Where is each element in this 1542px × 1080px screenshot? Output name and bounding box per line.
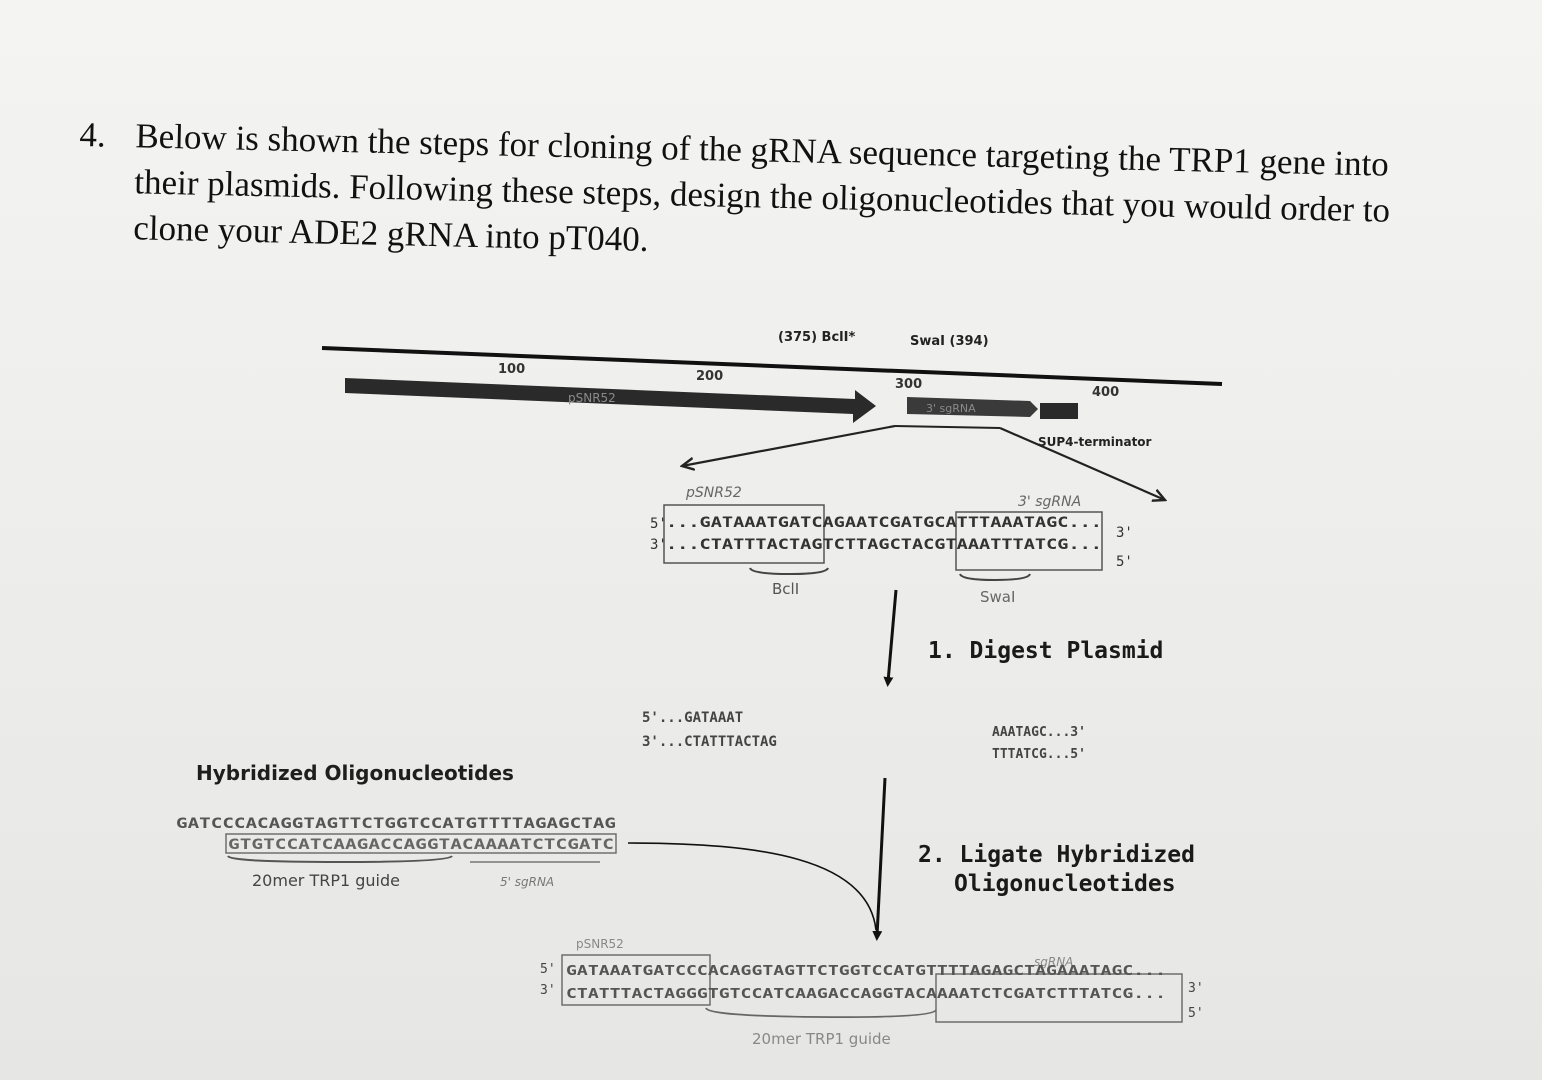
terminator-label: SUP4-terminator	[1038, 435, 1152, 449]
tick-label-100: 100	[498, 362, 525, 377]
step2-label-line2: Oligonucleotides	[954, 871, 1176, 897]
tick-label-200: 200	[696, 369, 723, 384]
result-label-psnr52: pSNR52	[576, 937, 624, 951]
digested-left-bottom: 3'...CTATTTACTAG	[642, 734, 777, 750]
digested-right-bottom: TTTATCG...5'	[992, 747, 1086, 762]
result-box-left	[561, 954, 711, 1006]
zoom-label-sgrna: 3' sgRNA	[1018, 494, 1081, 510]
result-top-5prime: 5'	[540, 962, 556, 977]
oligo-bottom-strand: GTGTCCATCAAGACCAGGTACAAAATCTCGATC	[228, 837, 614, 853]
promoter-arrow-psnr52	[345, 378, 876, 423]
digested-left-top: 5'...GATAAAT	[642, 710, 743, 726]
plasmid-map: 100 200 300 400 (375) BclI* SwaI (394) p…	[321, 330, 1223, 500]
result-guide-bracket	[705, 1007, 937, 1019]
bcli-bracket	[749, 567, 829, 576]
zoom-arrow-left	[682, 424, 896, 466]
step2-label-line1: 2. Ligate Hybridized	[918, 842, 1195, 868]
zoom-bottom-5prime: 5'	[1116, 554, 1133, 570]
digested-right-top: AAATAGC...3'	[992, 725, 1086, 740]
step2-arrow	[872, 777, 887, 941]
result-bottom-strand: CTATTTACTAGGGTGTCCATCAAGACCAGGTACAAAATCT…	[566, 987, 1166, 1002]
oligo-guide-bracket	[227, 855, 453, 864]
promoter-label: pSNR52	[568, 391, 616, 405]
zoom-top-5prime: 5'	[650, 516, 667, 532]
tick-label-300: 300	[895, 377, 922, 392]
step1-arrow	[883, 589, 898, 687]
plasmid-backbone	[321, 346, 1223, 386]
tick-label-400: 400	[1092, 385, 1119, 400]
digested-plasmid: 5'...GATAAAT 3'...CTATTTACTAG AAATAGC...…	[642, 710, 1086, 762]
oligo-guide-label: 20mer TRP1 guide	[252, 871, 400, 890]
sgrna-feature-label: 3' sgRNA	[926, 402, 976, 415]
result-label-sgrna: sgRNA	[1034, 955, 1073, 969]
step1-label: 1. Digest Plasmid	[928, 638, 1163, 664]
site-label-swai: SwaI (394)	[910, 334, 989, 349]
swai-site-label: SwaI	[980, 588, 1015, 606]
zoom-box-right	[955, 511, 1103, 571]
site-label-bcli: (375) BclI*	[778, 330, 855, 345]
result-box-right	[935, 973, 1183, 1023]
hybridized-oligos: Hybridized Oligonucleotides GATCCCACAGGT…	[176, 761, 877, 931]
zoom-box-left	[663, 504, 825, 564]
sgrna-feature	[907, 397, 1038, 417]
zoom-sequence: pSNR52 3' sgRNA 5' ...GATAAATGATCAGAATCG…	[650, 485, 1133, 606]
zoom-top-strand: ...GATAAATGATCAGAATCGATGCATTTAAATAGC...	[666, 515, 1102, 531]
result-bottom-5prime: 5'	[1188, 1006, 1204, 1021]
oligo-sgrna-label: 5' sgRNA	[500, 875, 554, 889]
result-top-strand: GATAAATGATCCCACAGGTAGTTCTGGTCCATGTTTTAGA…	[566, 964, 1166, 979]
zoom-arrow-right	[999, 426, 1165, 500]
oligos-title: Hybridized Oligonucleotides	[196, 761, 514, 785]
zoom-label-psnr52: pSNR52	[685, 485, 742, 501]
result-bottom-3prime: 3'	[540, 983, 556, 998]
ligation-curve	[627, 842, 877, 931]
zoom-top-3prime: 3'	[1116, 525, 1133, 541]
zoom-bottom-3prime: 3'	[650, 537, 667, 553]
ligated-product: pSNR52 sgRNA 5' GATAAATGATCCCACAGGTAGTTC…	[540, 937, 1204, 1048]
bcli-site-label: BclI	[772, 580, 799, 598]
oligo-bottom-box	[225, 833, 617, 854]
oligo-top-strand: GATCCCACAGGTAGTTCTGGTCCATGTTTTAGAGCTAG	[176, 816, 616, 832]
swai-bracket	[959, 573, 1031, 582]
result-top-3prime: 3'	[1188, 981, 1204, 996]
zoom-connector	[894, 425, 1001, 429]
terminator-block	[1040, 403, 1078, 419]
result-guide-label: 20mer TRP1 guide	[752, 1030, 891, 1048]
zoom-bottom-strand: ...CTATTTACTAGTCTTAGCTACGTAAATTTATCG...	[666, 537, 1102, 553]
